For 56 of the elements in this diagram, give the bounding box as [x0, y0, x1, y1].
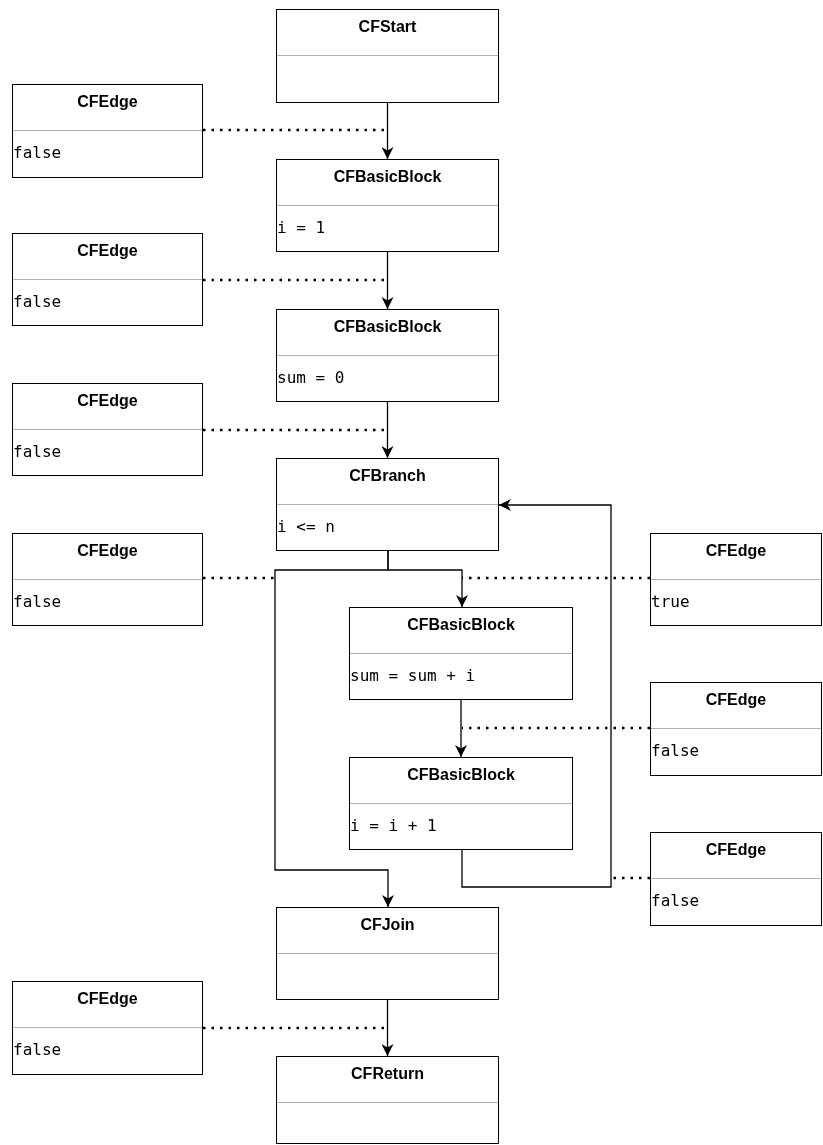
class-name: CFEdge: [76, 93, 139, 111]
arrow: [381, 102, 394, 160]
class-name: CFEdge: [704, 841, 768, 859]
class-name: CFEdge: [76, 392, 139, 410]
code-text: false: [13, 143, 62, 162]
class-box: [650, 533, 822, 626]
class-name: CFBasicBlock: [332, 168, 443, 186]
class-box: [12, 533, 203, 626]
class-box: [12, 383, 203, 476]
class-box: [349, 607, 573, 700]
arrow: [381, 999, 394, 1057]
class-box: [12, 233, 203, 326]
code-text: sum = 0: [277, 368, 345, 387]
class-box: [276, 309, 499, 402]
class-name: CFBasicBlock: [332, 318, 443, 336]
class-box: [276, 907, 499, 1000]
code-text: true: [651, 592, 690, 611]
class-box: [349, 757, 573, 850]
class-name: CFStart: [357, 18, 418, 36]
code-text: false: [651, 891, 700, 910]
code-text: false: [13, 1040, 62, 1059]
arrow: [461, 499, 612, 888]
class-box: [276, 159, 499, 252]
code-text: sum = sum + i: [350, 666, 476, 685]
class-name: CFReturn: [350, 1065, 425, 1083]
class-box: [650, 832, 822, 926]
code-text: false: [651, 741, 700, 760]
class-box: [276, 1056, 499, 1144]
arrow: [455, 699, 467, 758]
arrow: [274, 550, 394, 908]
class-box: [276, 9, 499, 103]
code-text: false: [13, 292, 62, 311]
class-name: CFBranch: [348, 467, 427, 485]
class-box: [276, 458, 499, 551]
code-text: i = i + 1: [350, 816, 437, 835]
code-text: false: [13, 592, 62, 611]
code-text: i = 1: [277, 218, 326, 237]
leader-line: [462, 726, 650, 730]
class-name: CFEdge: [704, 542, 768, 560]
arrow: [381, 251, 394, 310]
class-box: [650, 682, 822, 776]
class-name: CFBasicBlock: [406, 616, 516, 634]
leader-line: [462, 576, 650, 580]
class-name: CFEdge: [704, 691, 768, 709]
class-name: CFBasicBlock: [406, 766, 516, 784]
class-box: [12, 981, 203, 1075]
class-name: CFJoin: [359, 916, 416, 934]
class-name: CFEdge: [76, 990, 139, 1008]
class-name: CFEdge: [76, 542, 139, 560]
leader-line: [611, 876, 650, 880]
arrow: [381, 401, 394, 459]
code-text: false: [13, 442, 62, 461]
class-box: [12, 84, 203, 178]
leader-line: [203, 576, 275, 580]
code-text: i <= n: [277, 517, 335, 536]
class-name: CFEdge: [76, 242, 139, 260]
